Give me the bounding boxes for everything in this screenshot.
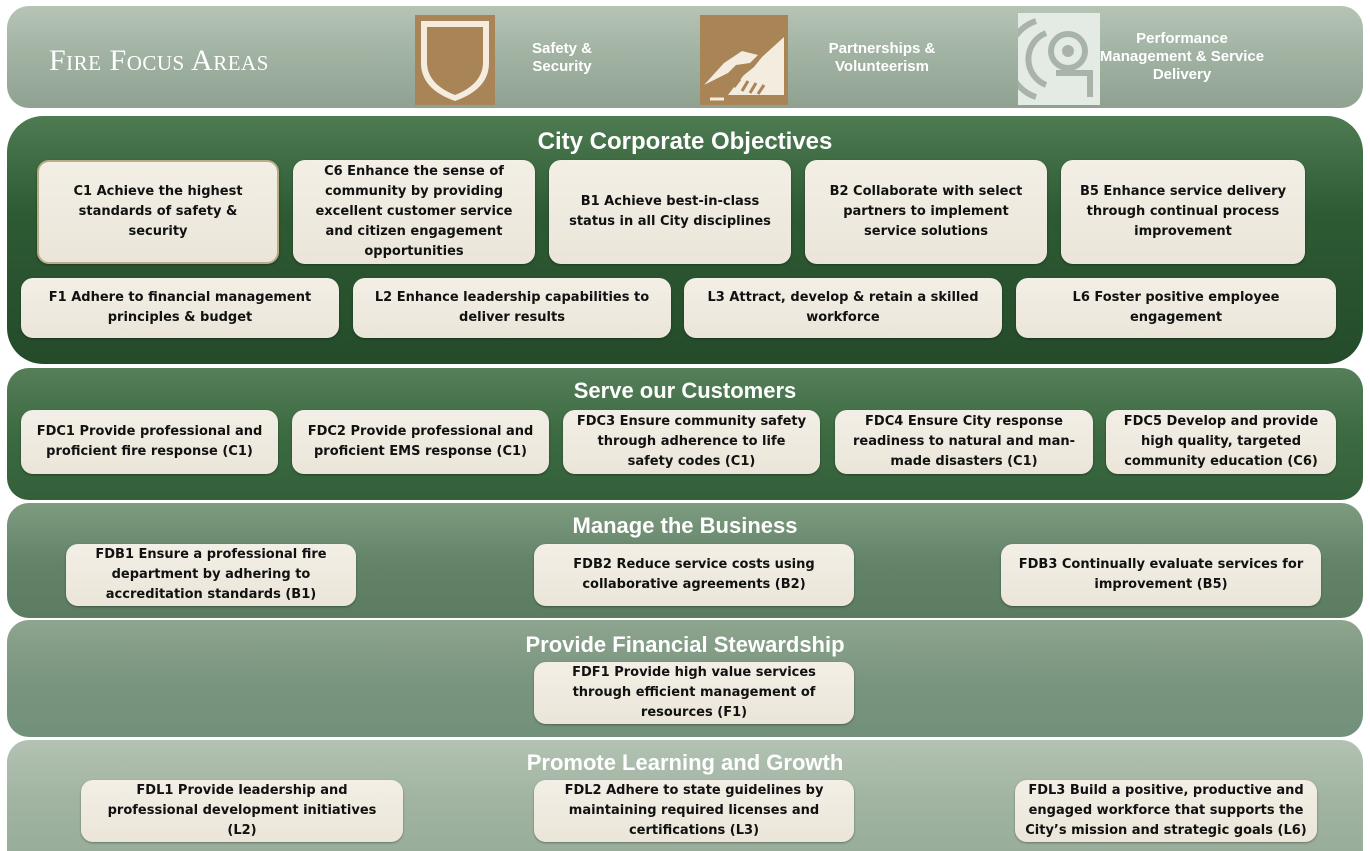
manage-business-band: Manage the Business FDB1 Ensure a profes… (7, 503, 1363, 618)
financial-stewardship-band: Provide Financial Stewardship FDF1 Provi… (7, 620, 1363, 737)
objective-fdc5: FDC5 Develop and provide high quality, t… (1106, 410, 1336, 474)
learning-growth-title: Promote Learning and Growth (526, 750, 844, 775)
handshake-icon (700, 15, 788, 105)
objective-fdc3: FDC3 Ensure community safety through adh… (563, 410, 820, 474)
serve-customers-title: Serve our Customers (573, 378, 797, 403)
objective-b5: B5 Enhance service delivery through cont… (1061, 160, 1305, 264)
corporate-objectives-band: City Corporate Objectives C1 Achieve the… (7, 116, 1363, 364)
shield-icon (415, 15, 495, 105)
objective-c1: C1 Achieve the highest standards of safe… (37, 160, 279, 264)
objective-f1: F1 Adhere to financial management princi… (21, 278, 339, 338)
corporate-objectives-title: City Corporate Objectives (537, 128, 833, 155)
focus-areas-title: Fire Focus Areas (49, 44, 269, 77)
objective-fdc1: FDC1 Provide professional and proficient… (21, 410, 278, 474)
objective-fdc2: FDC2 Provide professional and proficient… (292, 410, 549, 474)
objective-b2: B2 Collaborate with select partners to i… (805, 160, 1047, 264)
target-icon (1005, 13, 1100, 105)
objective-l6: L6 Foster positive employee engagement (1016, 278, 1336, 338)
partnerships-label: Partnerships & Volunteerism (828, 40, 936, 75)
objective-b1: B1 Achieve best-in-class status in all C… (549, 160, 791, 264)
manage-business-title: Manage the Business (572, 513, 798, 538)
objective-fdl2: FDL2 Adhere to state guidelines by maint… (534, 780, 854, 842)
learning-growth-band: Promote Learning and Growth FDL1 Provide… (7, 740, 1363, 851)
objective-l3: L3 Attract, develop & retain a skilled w… (684, 278, 1002, 338)
objective-fdl3: FDL3 Build a positive, productive and en… (1015, 780, 1317, 842)
objective-fdc4: FDC4 Ensure City response readiness to n… (835, 410, 1093, 474)
objective-l2: L2 Enhance leadership capabilities to de… (353, 278, 671, 338)
objective-fdf1: FDF1 Provide high value services through… (534, 662, 854, 724)
objective-c6: C6 Enhance the sense of community by pro… (293, 160, 535, 264)
safety-security-label: Safety & Security (531, 40, 593, 75)
financial-stewardship-title: Provide Financial Stewardship (525, 632, 845, 657)
objective-fdb1: FDB1 Ensure a professional fire departme… (66, 544, 356, 606)
serve-customers-band: Serve our Customers FDC1 Provide profess… (7, 368, 1363, 500)
objective-fdl1: FDL1 Provide leadership and professional… (81, 780, 403, 842)
performance-label: Performance Management & Service Deliver… (1099, 30, 1265, 83)
focus-areas-band: Fire Focus Areas Safety & Security Partn… (7, 6, 1363, 108)
objective-fdb2: FDB2 Reduce service costs using collabor… (534, 544, 854, 606)
objective-fdb3: FDB3 Continually evaluate services for i… (1001, 544, 1321, 606)
